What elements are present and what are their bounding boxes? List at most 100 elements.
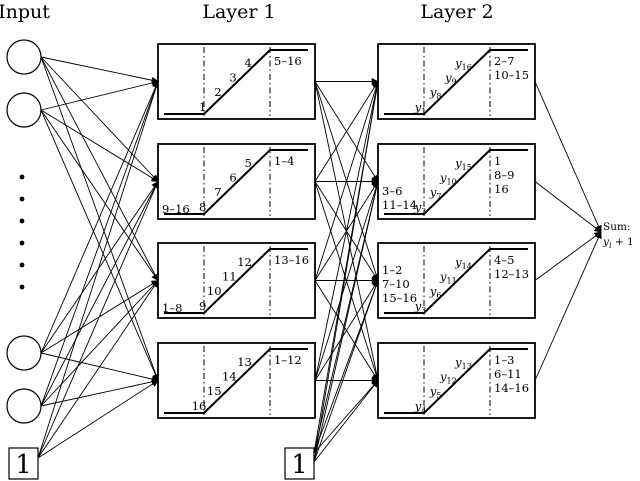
ramp-label: y6 bbox=[429, 284, 442, 300]
connection-edge bbox=[40, 56, 159, 183]
connection-edge bbox=[313, 279, 380, 463]
ramp-label: 11 bbox=[222, 269, 237, 283]
activation-curve bbox=[384, 49, 528, 115]
ramp-label: y2 bbox=[414, 200, 427, 216]
input-bias-node: 1 bbox=[8, 447, 39, 480]
connection-edge bbox=[534, 81, 602, 233]
connection-edge bbox=[313, 379, 379, 454]
ramp-label: 6 bbox=[229, 170, 236, 184]
connection-edge bbox=[40, 80, 160, 407]
ramp-label: 5 bbox=[245, 156, 252, 170]
ramp-label: 8 bbox=[199, 200, 206, 214]
connection-edge bbox=[40, 56, 160, 382]
right-range-label: 2–7 bbox=[494, 54, 514, 68]
layer1-header: Layer 1 bbox=[202, 1, 275, 23]
ramp-label: y12 bbox=[439, 369, 457, 385]
right-range-label: 1–4 bbox=[274, 154, 294, 168]
ramp-label: y16 bbox=[454, 56, 472, 72]
ramp-label: y5 bbox=[429, 384, 442, 400]
input-header: Input bbox=[0, 1, 50, 23]
right-range-label: 10–15 bbox=[494, 68, 529, 82]
layer2-header: Layer 2 bbox=[420, 1, 493, 23]
connection-edge bbox=[313, 379, 379, 463]
left-range-label: 1–2 bbox=[382, 263, 402, 277]
ramp-label: 13 bbox=[237, 355, 252, 369]
left-range-label: 7–10 bbox=[382, 277, 410, 291]
ramp-label: y9 bbox=[444, 70, 457, 86]
connection-edge bbox=[40, 56, 159, 282]
ramp-label: y7 bbox=[429, 185, 442, 201]
right-range-label: 16 bbox=[494, 182, 509, 196]
right-range-label: 14–16 bbox=[494, 381, 529, 395]
activation-curve bbox=[384, 348, 528, 414]
sum-label: Sum: bbox=[603, 221, 630, 233]
ramp-label: y10 bbox=[439, 170, 457, 186]
connection-edge bbox=[40, 180, 159, 407]
activation-curve bbox=[384, 149, 528, 215]
ramp-label: 14 bbox=[222, 369, 237, 383]
connection-edge bbox=[40, 56, 159, 84]
activation-curve bbox=[164, 348, 308, 414]
ramp-label: 4 bbox=[245, 56, 252, 70]
connection-edge bbox=[314, 279, 379, 381]
connection-edge bbox=[37, 380, 159, 459]
connection-edge bbox=[314, 80, 381, 381]
ramp-label: 3 bbox=[229, 70, 236, 84]
connection-edge bbox=[314, 180, 380, 381]
sum-expression: yi + 1 bbox=[602, 236, 634, 250]
connection-edge bbox=[40, 79, 159, 111]
right-range-label: 4–5 bbox=[494, 253, 514, 267]
connection-edge bbox=[40, 180, 159, 354]
connection-edge bbox=[314, 80, 380, 281]
input-node bbox=[6, 92, 42, 128]
input-node bbox=[6, 39, 42, 75]
activation-curve bbox=[384, 248, 528, 314]
ramp-label: 15 bbox=[207, 384, 222, 398]
left-range-label: 1–8 bbox=[162, 301, 182, 315]
connection-edge bbox=[313, 279, 380, 454]
right-range-label: 12–13 bbox=[494, 267, 529, 281]
input-node bbox=[6, 335, 42, 371]
connection-edge bbox=[37, 279, 159, 459]
ellipsis-dots bbox=[19, 174, 25, 290]
ramp-label: y1 bbox=[414, 100, 427, 116]
connection-edge bbox=[40, 378, 159, 407]
right-range-label: 1 bbox=[494, 154, 501, 168]
ramp-label: y4 bbox=[414, 399, 427, 415]
left-range-label: 15–16 bbox=[382, 291, 417, 305]
connection-edge bbox=[40, 109, 159, 282]
input-bias-label: 1 bbox=[15, 450, 32, 480]
ramp-label: 10 bbox=[207, 284, 222, 298]
left-range-label: 11–14 bbox=[382, 198, 417, 212]
ramp-label: 12 bbox=[237, 255, 252, 269]
ramp-label: 9 bbox=[199, 299, 206, 313]
connection-edge bbox=[313, 80, 381, 454]
ramp-label: 16 bbox=[192, 399, 207, 413]
connection-edge bbox=[40, 279, 159, 407]
layer1-bias-node: 1 bbox=[284, 447, 315, 480]
connection-edge bbox=[313, 180, 380, 454]
connection-edge bbox=[534, 181, 602, 233]
right-range-label: 5–16 bbox=[274, 54, 302, 68]
input-node bbox=[6, 388, 42, 424]
connections bbox=[37, 56, 602, 463]
connection-edge bbox=[40, 109, 159, 382]
ramp-label: y8 bbox=[429, 85, 442, 101]
ramp-label: 2 bbox=[214, 85, 221, 99]
right-range-label: 1–3 bbox=[494, 353, 514, 367]
activation-curve bbox=[164, 248, 308, 314]
right-range-label: 13–16 bbox=[274, 253, 309, 267]
connection-edge bbox=[40, 109, 159, 182]
activation-curve bbox=[164, 149, 308, 215]
connection-edge bbox=[534, 231, 602, 281]
connection-edge bbox=[37, 180, 159, 459]
connection-edge bbox=[314, 80, 379, 182]
layer1-bias-label: 1 bbox=[291, 450, 308, 480]
